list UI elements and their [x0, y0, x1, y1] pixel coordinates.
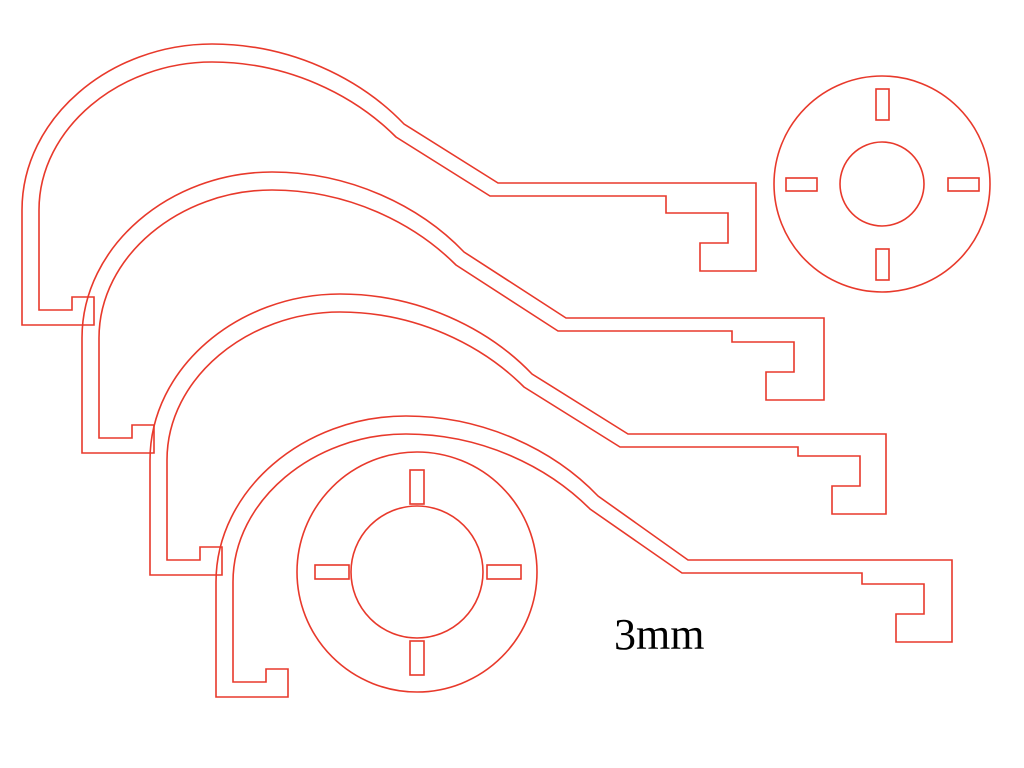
cam-arm-3-outline: [149, 293, 887, 576]
hub-disc-lower-left[interactable]: [296, 451, 538, 693]
hub-disc-upper-right[interactable]: [773, 75, 991, 293]
disc-inner-hole: [839, 141, 925, 227]
cam-arm-1[interactable]: [21, 43, 757, 326]
disc-outer-circle: [296, 451, 538, 693]
material-thickness-label: 3mm: [614, 610, 705, 659]
cam-arm-2-outline: [81, 171, 825, 454]
disc-inner-hole: [350, 505, 484, 639]
disc-slot-west: [314, 564, 350, 580]
disc-slot-south: [409, 640, 425, 676]
disc-slot-south: [875, 248, 890, 281]
disc-outer-circle: [773, 75, 991, 293]
disc-slot-east: [947, 177, 980, 192]
cam-arm-2[interactable]: [81, 171, 825, 454]
disc-slot-west: [785, 177, 818, 192]
cam-arm-4[interactable]: [215, 415, 953, 698]
disc-slot-east: [486, 564, 522, 580]
disc-slot-north: [409, 469, 425, 505]
cam-arm-3[interactable]: [149, 293, 887, 576]
cam-arm-4-outline: [215, 415, 953, 698]
disc-slot-north: [875, 88, 890, 121]
cam-arm-1-outline: [21, 43, 757, 326]
arm-group: [21, 43, 953, 698]
